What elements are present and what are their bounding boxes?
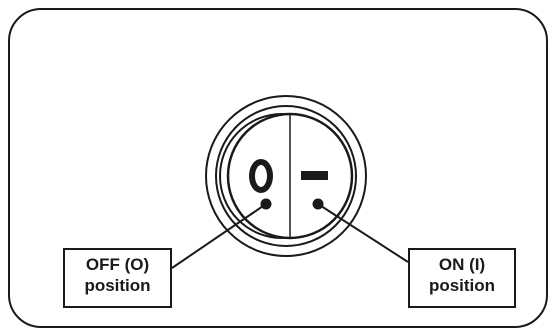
off-leader-line bbox=[171, 203, 267, 269]
off-callout-line1: OFF (O) bbox=[85, 255, 150, 274]
off-position-callout: OFF (O) position bbox=[63, 248, 172, 308]
off-symbol-icon bbox=[249, 159, 273, 193]
off-callout-line2: position bbox=[84, 276, 151, 295]
on-leader-line bbox=[317, 203, 409, 263]
on-position-callout: ON (I) position bbox=[408, 248, 516, 308]
rocker-switch bbox=[205, 95, 367, 257]
on-callout-line2: position bbox=[428, 276, 496, 295]
on-callout-line1: ON (I) bbox=[438, 255, 486, 274]
on-symbol-icon bbox=[301, 171, 328, 180]
diagram-frame bbox=[8, 8, 548, 328]
